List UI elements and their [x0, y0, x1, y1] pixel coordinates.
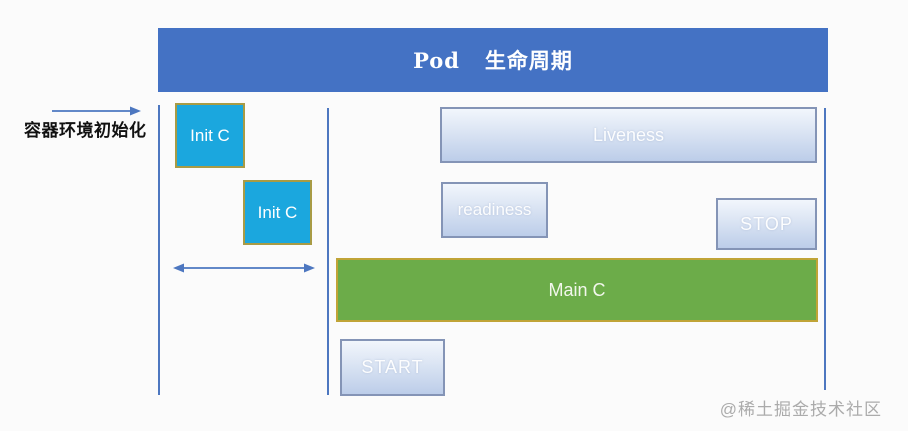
main-container-box: Main C [336, 258, 818, 322]
init-phase-arrow-icon [52, 106, 141, 116]
init-env-label: 容器环境初始化 [24, 121, 147, 140]
init-container-1-box: Init C [175, 103, 245, 168]
stop-hook-box: STOP [716, 198, 817, 250]
init-container-2-box: Init C [243, 180, 312, 245]
init-duration-arrow-icon [173, 263, 315, 273]
liveness-probe-box: Liveness [440, 107, 817, 163]
timeline-init-done-line [327, 108, 329, 395]
watermark: @稀土掘金技术社区 [719, 400, 882, 419]
timeline-end-line [824, 108, 826, 390]
diagram-title-bar: Pod 生命周期 [158, 28, 828, 92]
diagram-title: Pod 生命周期 [413, 48, 573, 73]
start-hook-box: START [340, 339, 445, 396]
readiness-probe-box: readiness [441, 182, 548, 238]
timeline-start-line [158, 105, 160, 395]
